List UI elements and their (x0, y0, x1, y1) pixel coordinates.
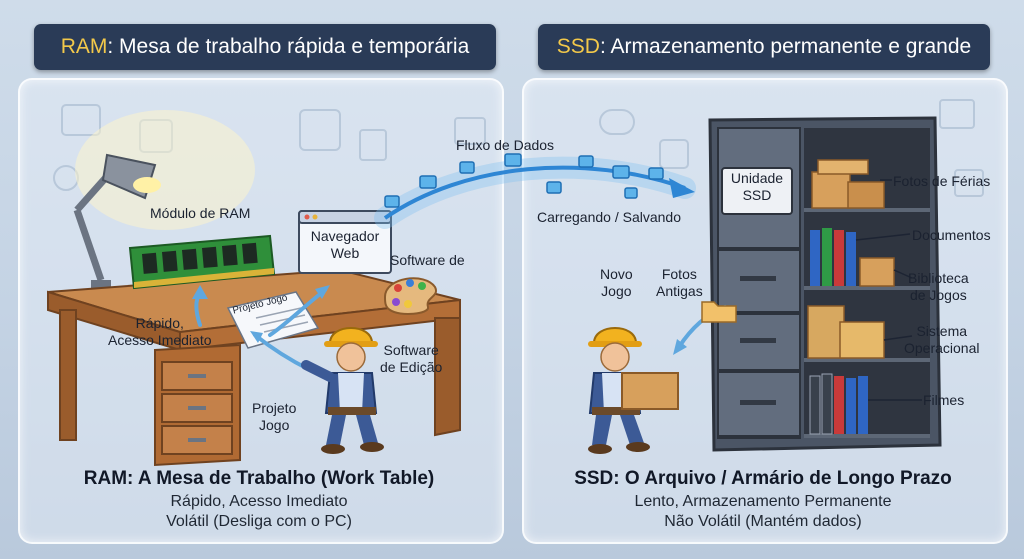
data-flow-title: Fluxo de Dados (456, 137, 555, 153)
ram-footer-title: RAM: A Mesa de Trabalho (Work Table) (83, 468, 435, 489)
ram-header-key: RAM (60, 35, 108, 58)
vacation-photos-label: Fotos de Férias (893, 173, 991, 189)
ram-footer-line-2: Volátil (Desliga com o PC) (166, 513, 352, 530)
browser-window (298, 210, 392, 274)
project-game-label: Projeto Jogo (252, 400, 297, 433)
paint-palette (383, 277, 437, 315)
editing-software-label: Software de Edição (380, 342, 443, 375)
ram-header-text: : Mesa de trabalho rápida e temporária (107, 35, 470, 58)
data-flow-stream (374, 153, 696, 229)
operating-system-label: Sistema Operacional (904, 323, 980, 356)
worker-right (588, 327, 679, 454)
ssd-footer-line-2: Não Volátil (Mantém dados) (664, 513, 862, 530)
ssd-footer-line-1: Lento, Armazenamento Permanente (634, 493, 892, 510)
project-paper (226, 291, 320, 349)
fast-label: Rápido, Acesso Imediato (108, 315, 212, 348)
ram-module (128, 234, 276, 290)
movies-label: Filmes (923, 392, 965, 408)
storage-cabinet (708, 116, 942, 452)
ram-module-label: Módulo de RAM (150, 205, 251, 221)
software-label: Software de (390, 252, 465, 268)
old-photos-folder (701, 301, 737, 323)
ram-header: RAM : Mesa de trabalho rápida e temporár… (34, 24, 496, 70)
ssd-header-text: : Armazenamento permanente e grande (599, 35, 972, 58)
ram-footer-line-1: Rápido, Acesso Imediato (170, 493, 348, 510)
data-flow-subtitle: Carregando / Salvando (537, 209, 681, 225)
game-library-label: Biblioteca de Jogos (908, 270, 969, 303)
ssd-header-key: SSD (556, 35, 600, 58)
browser-label: Navegador Web (310, 228, 380, 261)
old-photos-label: Fotos Antigas (656, 266, 703, 299)
worker-left (301, 327, 384, 454)
ssd-footer-title: SSD: O Arquivo / Armário de Longo Prazo (574, 468, 952, 489)
new-game-label: Novo Jogo (600, 266, 633, 299)
cabinet-ssd-label: Unidade SSD (730, 170, 784, 203)
ssd-header: SSD : Armazenamento permanente e grande (538, 24, 990, 70)
documents-label: Documentos (912, 227, 991, 243)
